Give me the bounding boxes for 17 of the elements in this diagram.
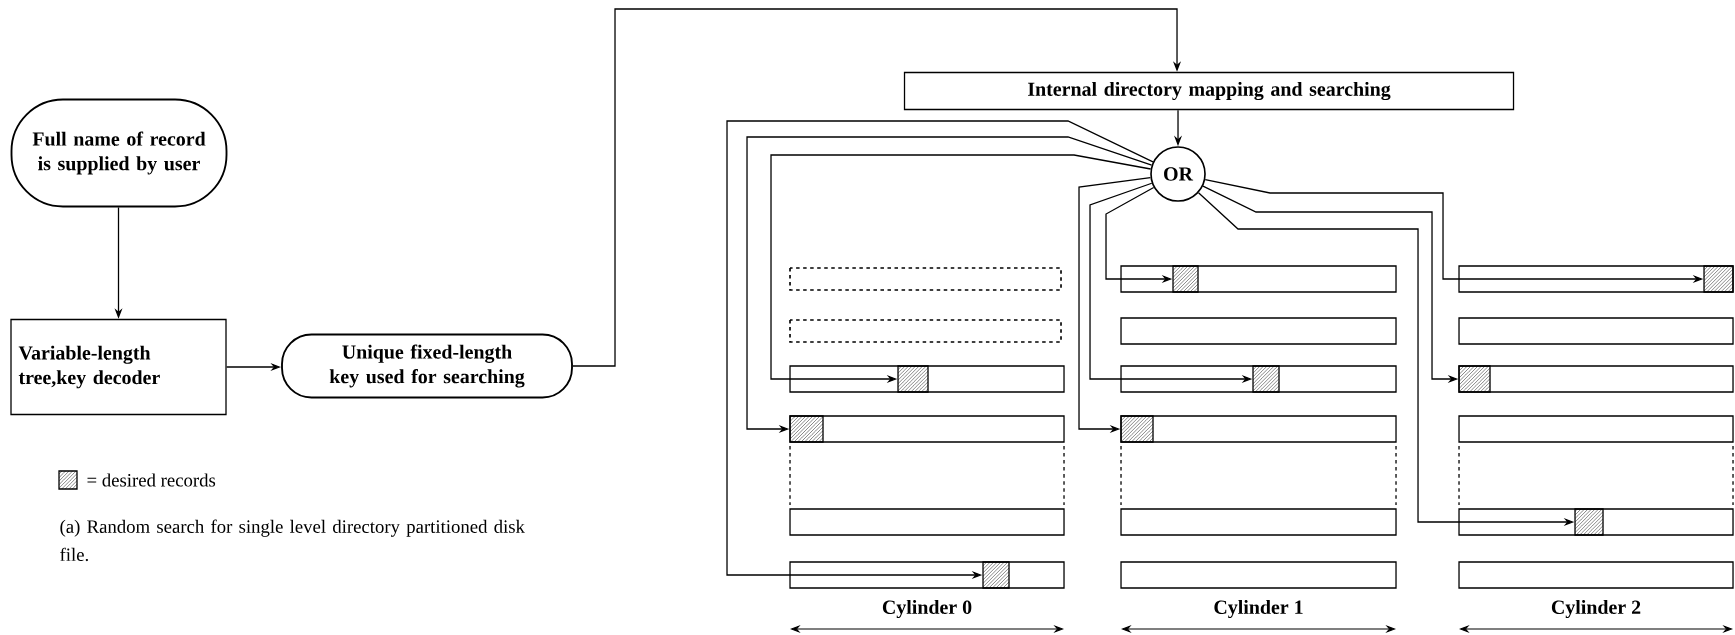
hatched-record [1703,265,1734,293]
cylinder-label: Cylinder 2 [1551,599,1641,619]
hatched-record [897,365,929,393]
legend-text: = desired records [87,473,216,487]
hatched-record [1172,265,1199,293]
hatched-record [1120,415,1154,443]
caption: (a) Random search for single level directory partitioned disk file. [60,519,525,562]
hatched-record [789,415,824,443]
cylinder-label: Cylinder 1 [1214,599,1303,619]
process-box: Internal directory mapping and searching [903,71,1515,111]
cylinder-label: Cylinder 0 [882,599,972,619]
hatched-record [1252,365,1280,393]
process-box: Variable-length tree,key decoder [10,318,227,416]
hatched-record [982,561,1010,589]
arrow [572,8,1182,367]
hatched-record [1574,508,1604,536]
hatched-record [1458,365,1491,393]
